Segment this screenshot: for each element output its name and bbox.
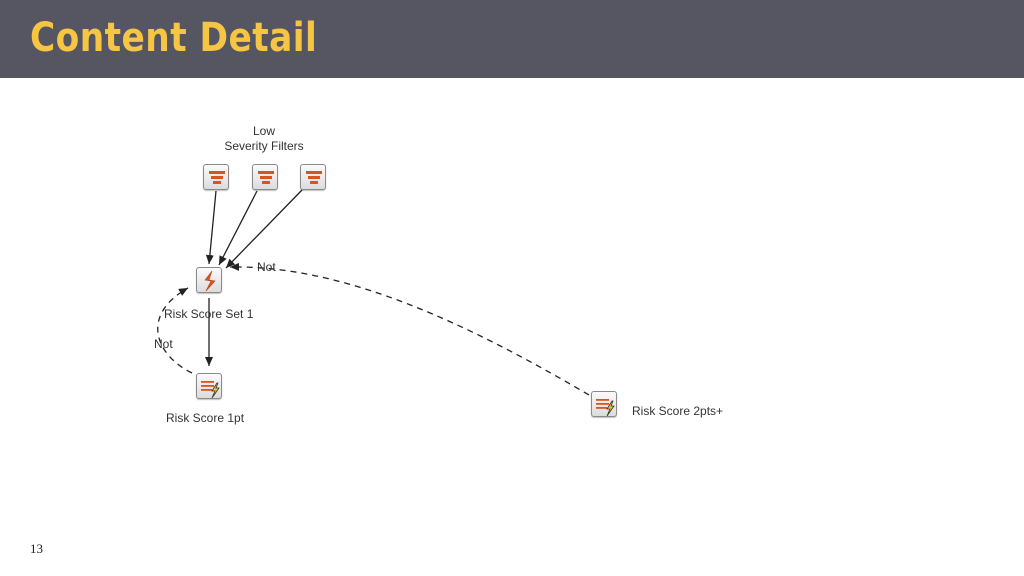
filter-icon: [258, 171, 274, 184]
filter-icon: [209, 171, 225, 184]
alert-rule-icon: [596, 399, 615, 417]
page-number: 13: [30, 541, 43, 556]
filters-group-label: Low Severity Filters: [214, 124, 314, 154]
header-bar: Content Detail: [0, 0, 1024, 78]
page-title: Content Detail: [30, 15, 318, 61]
alert-rule-icon: [201, 381, 220, 399]
risk-score-set-label: Risk Score Set 1: [164, 307, 254, 321]
edge-filter1-to-set: [205, 190, 217, 265]
risk-score-1pt-node[interactable]: [196, 373, 222, 399]
edge-label-not-left: Not: [154, 337, 173, 351]
filters-group-label-line2: Severity Filters: [224, 139, 304, 153]
edge-label-not-top: Not: [257, 260, 276, 274]
risk-score-set-node[interactable]: [196, 267, 222, 293]
risk-score-set-icon: [204, 270, 216, 292]
edge-2pts-not-set: [229, 262, 590, 396]
filter-node-2[interactable]: [252, 164, 278, 190]
risk-score-2pts-label: Risk Score 2pts+: [632, 404, 724, 418]
edge-1pt-not-set: [157, 287, 193, 374]
edge-filter3-to-set: [225, 189, 303, 269]
filter-node-3[interactable]: [300, 164, 326, 190]
filters-group-label-line1: Low: [252, 124, 275, 138]
filter-icon: [306, 171, 322, 184]
risk-score-2pts-node[interactable]: [591, 391, 617, 417]
filter-node-1[interactable]: [203, 164, 229, 190]
risk-score-1pt-label: Risk Score 1pt: [166, 411, 245, 425]
edge-filter2-to-set: [218, 190, 258, 266]
